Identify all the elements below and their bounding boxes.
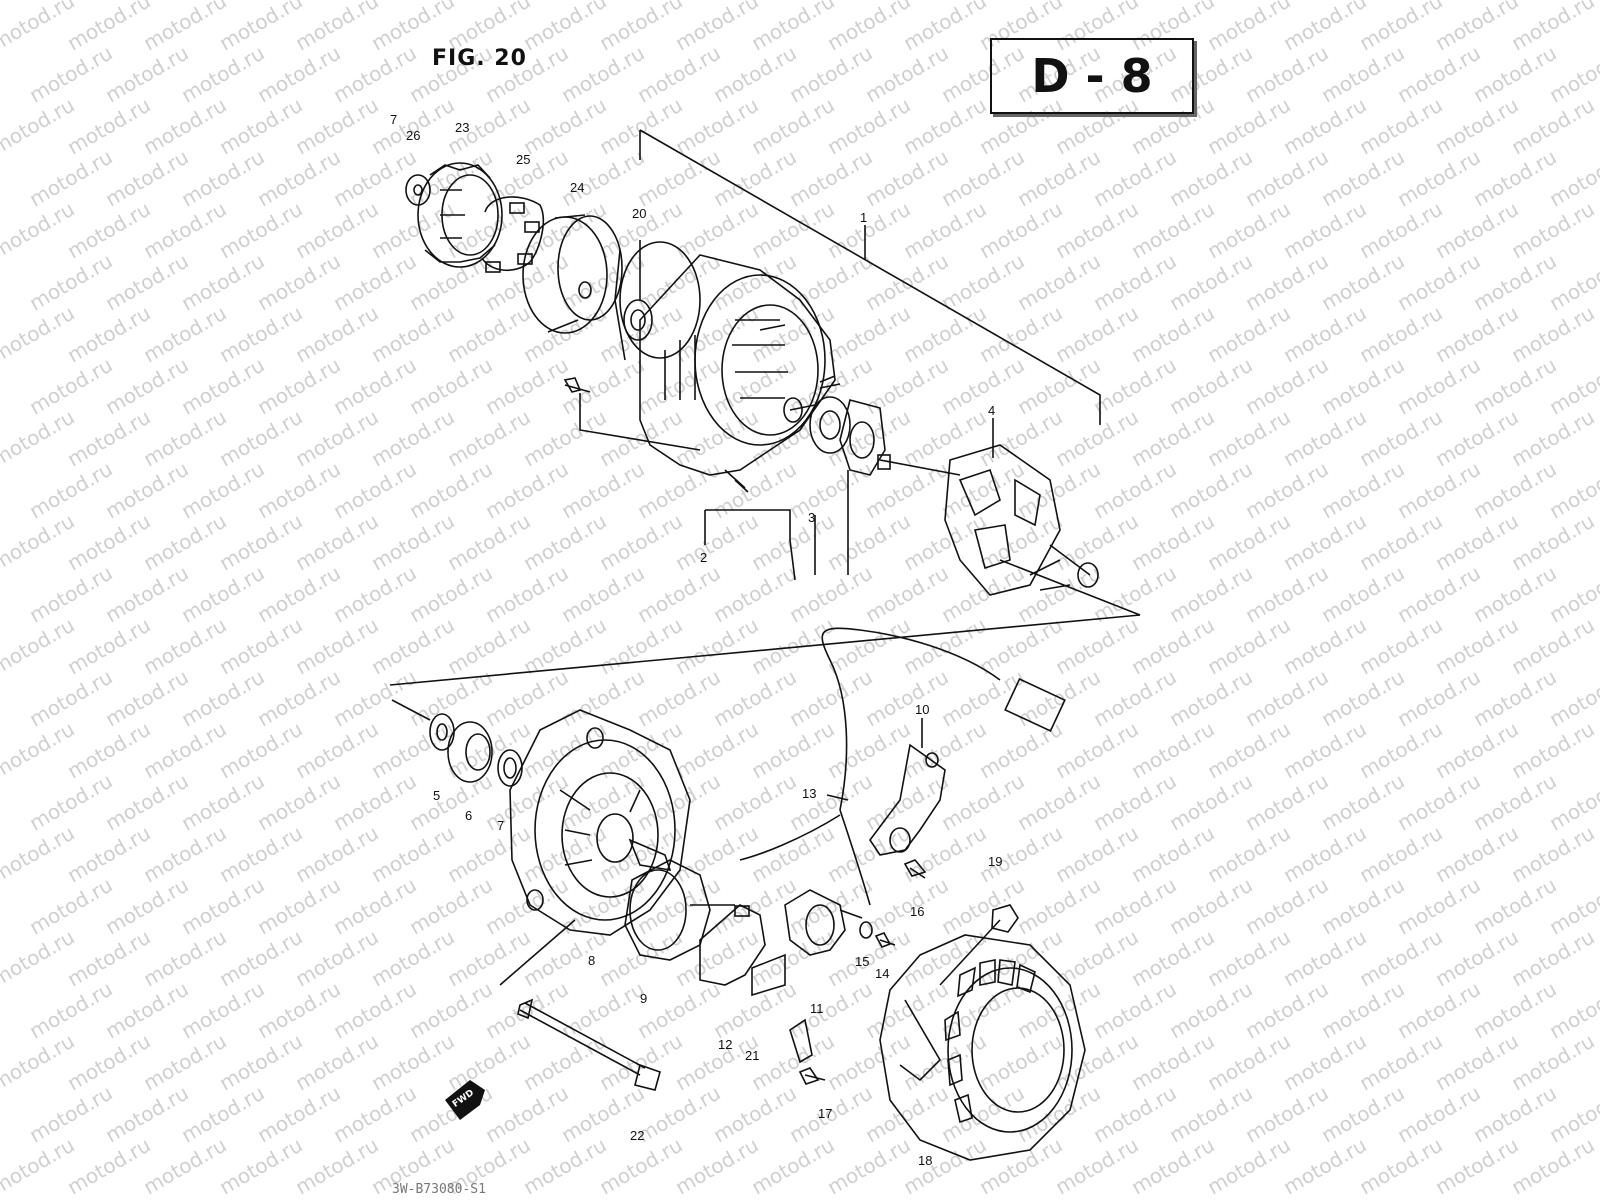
leader-3 [814,470,849,575]
leader-line-assembly-1 [639,129,1101,425]
bearing-20 [614,241,701,361]
bearing-3 [809,396,851,454]
callout-23: 23 [455,120,469,135]
callout-8: 8 [588,953,595,968]
brush-11 [784,889,863,956]
rear-cover-18 [879,934,1086,1161]
rectifier-9 [624,859,735,961]
terminal-17-bracket [789,1018,813,1064]
front-housing-2 [639,254,841,493]
washer-26 [405,174,431,206]
bolt-16 [903,859,927,879]
callout-14: 14 [875,966,889,981]
through-bolt-22 [517,998,661,1091]
screw-front [563,377,591,393]
callout-6: 6 [465,808,472,823]
screw-14 [874,932,896,948]
callout-16: 16 [910,904,924,919]
callout-21: 21 [745,1048,759,1063]
callout-11: 11 [810,1001,824,1016]
callout-20: 20 [632,206,646,221]
rotor-4 [877,444,1099,596]
harness-13 [821,627,1001,811]
insulator-21 [751,953,786,997]
nut-19 [991,904,1019,933]
leader-5-7 [391,699,431,721]
leader-screw-bracket [579,393,701,451]
callout-4: 4 [988,403,995,418]
callout-17: 17 [818,1106,832,1121]
callout-26: 26 [406,128,420,143]
regulator-12 [699,904,766,986]
screw-17 [798,1067,826,1085]
callout-24: 24 [570,180,584,195]
leader-line-assembly-1d [999,559,1141,616]
retainer-plate [839,399,886,476]
brush-holder-10 [869,743,946,856]
washer-15 [859,921,873,939]
callout-15: 15 [855,954,869,969]
callout-12: 12 [718,1037,732,1052]
page-code-box: D - 8 [990,38,1194,114]
callout-5: 5 [433,788,440,803]
harness-branch [739,809,871,906]
leader-cover [939,919,1001,986]
washer-5 [429,713,455,751]
leader-2 [704,509,796,581]
pulley-assembly-23 [417,162,503,268]
callout-18: 18 [918,1153,932,1168]
seal-7 [497,749,523,787]
callout-10: 10 [915,702,929,717]
callout-9: 9 [640,991,647,1006]
callout-1: 1 [860,210,867,225]
bearing-6 [447,721,493,783]
spacer-ring-25 [481,196,545,273]
leader-line-assembly-1c [389,614,1141,686]
callout-3: 3 [808,510,815,525]
page-code: D - 8 [1031,49,1153,103]
footer-code: 3W-B73080-S1 [392,1182,486,1197]
callout-22: 22 [630,1128,644,1143]
callout-13: 13 [802,786,816,801]
callout-19: 19 [988,854,1002,869]
leader-rear-bolts [499,919,576,986]
leader-13 [826,794,849,801]
callout-7-top: 7 [390,112,397,127]
fan-24 [522,214,623,334]
connector-plug [1004,677,1066,733]
callout-25: 25 [516,152,530,167]
callout-2: 2 [700,550,707,565]
fwd-arrow-icon: FWD [445,1080,485,1120]
figure-title: FIG. 20 [432,46,527,71]
callout-7: 7 [497,818,504,833]
rear-housing-8 [509,709,691,936]
